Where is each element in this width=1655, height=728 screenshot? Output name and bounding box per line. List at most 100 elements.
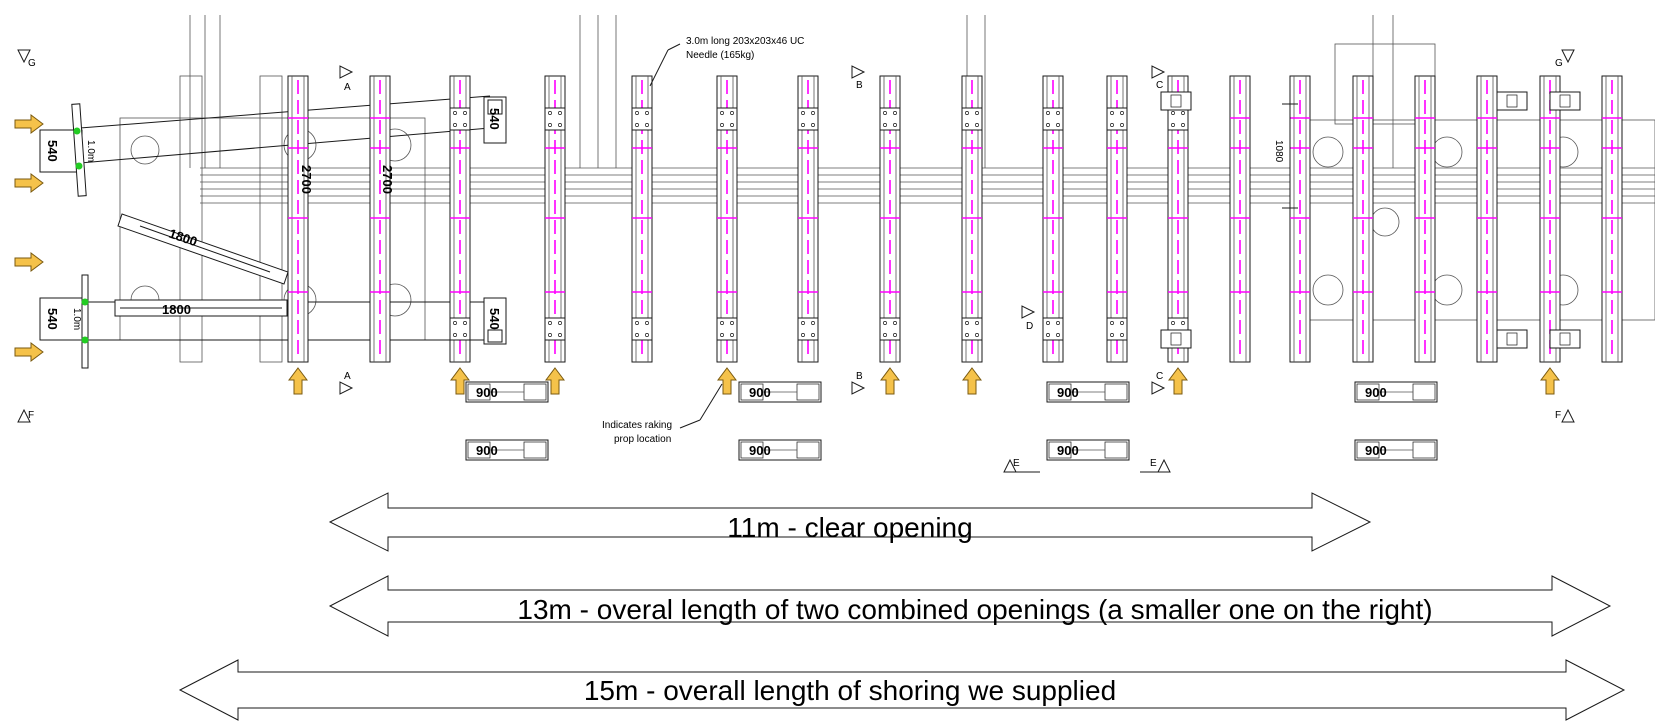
- needle-beam: [1539, 75, 1561, 363]
- raking-prop-1800-diagonal: 1800: [117, 213, 289, 285]
- dim-1080-marker: 1080: [1273, 103, 1298, 209]
- dim-900: 900: [1057, 443, 1079, 458]
- dim-900: 900: [1365, 385, 1387, 400]
- needle-note-line2: Needle (165kg): [686, 50, 754, 61]
- left-bracing-bottom: 540 1.0m: [39, 274, 89, 369]
- needle-beam: [1414, 75, 1436, 363]
- bracket-plate: [1160, 91, 1192, 111]
- marker-e-right: E: [1150, 458, 1157, 469]
- needle-beam: [879, 75, 901, 363]
- needle-beam: [1289, 75, 1311, 363]
- raking-prop-arrows: [14, 114, 1560, 395]
- background-linework: [119, 15, 1655, 363]
- dim-540-left-top: 540: [45, 140, 60, 162]
- marker-f-right: F: [1555, 410, 1561, 421]
- marker-a-bottom: A: [344, 371, 351, 382]
- needle-beam: [544, 75, 566, 363]
- dimension-arrow-15m: 15m - overall length of shoring we suppl…: [178, 659, 1626, 721]
- marker-b-bottom: B: [856, 371, 863, 382]
- needle-beam: [1167, 75, 1189, 363]
- prop-note-line2: prop location: [614, 434, 671, 445]
- dim-900: 900: [476, 385, 498, 400]
- arrow-label-11m: 11m - clear opening: [727, 512, 972, 543]
- bracket-plate: [1496, 329, 1528, 349]
- needle-beam: [1042, 75, 1064, 363]
- prop-arrow-right: [14, 114, 44, 134]
- marker-a-top: A: [344, 82, 351, 93]
- prop-plate-900: 900: [1046, 439, 1130, 461]
- bracket-plate: [1160, 329, 1192, 349]
- prop-arrow-up: [288, 367, 308, 395]
- marker-c-bottom: C: [1156, 371, 1163, 382]
- marker-c-top: C: [1156, 80, 1163, 91]
- dim-1m-left-bottom: 1.0m: [71, 308, 82, 330]
- prop-arrow-up: [880, 367, 900, 395]
- prop-note-line1: Indicates raking: [602, 420, 672, 431]
- needle-beams: [287, 75, 1623, 363]
- prop-1800-horizontal: 1800: [114, 299, 288, 317]
- needle-beam: [1601, 75, 1623, 363]
- dim-1m-left-top: 1.0m: [85, 140, 96, 162]
- needle-beam: [797, 75, 819, 363]
- prop-arrow-up: [962, 367, 982, 395]
- needle-beam: [369, 75, 391, 363]
- needle-annotation: 3.0m long 203x203x46 UC Needle (165kg): [649, 36, 804, 87]
- arrow-label-13m: 13m - overal length of two combined open…: [517, 594, 1432, 625]
- prop-arrow-up: [545, 367, 565, 395]
- dimension-arrow-13m: 13m - overal length of two combined open…: [328, 575, 1612, 637]
- dim-900: 900: [749, 385, 771, 400]
- marker-g-left: G: [28, 58, 36, 69]
- needle-note-line1: 3.0m long 203x203x46 UC: [686, 36, 804, 47]
- prop-plate-900: 900: [465, 381, 549, 403]
- bracket-plate: [1496, 91, 1528, 111]
- prop-plate-900: 900: [1354, 439, 1438, 461]
- needle-beam: [1476, 75, 1498, 363]
- prop-plate-900: 900: [1046, 381, 1130, 403]
- dim-1080: 1080: [1273, 140, 1284, 163]
- prop-plate-900: 900: [1354, 381, 1438, 403]
- marker-f-left: F: [28, 410, 34, 421]
- bracket-plate: [1549, 91, 1581, 111]
- needle-beam: [631, 75, 653, 363]
- dim-540-left-bottom: 540: [45, 308, 60, 330]
- prop-plate-900: 900: [738, 381, 822, 403]
- prop-arrow-right: [14, 252, 44, 272]
- dim-900: 900: [1365, 443, 1387, 458]
- marker-e-left: E: [1013, 458, 1020, 469]
- marker-b-top: B: [856, 80, 863, 91]
- prop-arrow-right: [14, 342, 44, 362]
- prop-base-plates-900: 900 900 900 900 900 900 900 900: [465, 381, 1438, 461]
- dim-540-bottom: 540: [487, 308, 502, 330]
- marker-d: D: [1026, 321, 1033, 332]
- prop-arrow-up: [717, 367, 737, 395]
- prop-plate-900: 900: [465, 439, 549, 461]
- prop-arrow-up: [1168, 367, 1188, 395]
- needle-beam: [1106, 75, 1128, 363]
- prop-plate-900: 900: [738, 439, 822, 461]
- prop-arrow-right: [14, 173, 44, 193]
- tie-anchor-540-bottom: 540: [483, 297, 507, 345]
- left-bracing-top: 540 1.0m: [39, 103, 96, 197]
- needle-beam: [449, 75, 471, 363]
- needle-beam: [1229, 75, 1251, 363]
- needle-beam: [961, 75, 983, 363]
- needle-beam: [287, 75, 309, 363]
- prop-arrow-up: [1540, 367, 1560, 395]
- marker-g-right: G: [1555, 58, 1563, 69]
- dim-2700-b: 2700: [380, 165, 395, 194]
- dim-900: 900: [476, 443, 498, 458]
- dim-900: 900: [749, 443, 771, 458]
- dim-540-top: 540: [487, 108, 502, 130]
- prop-annotation: Indicates raking prop location: [602, 383, 723, 445]
- section-markers: G G F F A A B B C C D E E: [17, 49, 1575, 473]
- needle-beam: [1352, 75, 1374, 363]
- dim-2700-a: 2700: [299, 165, 314, 194]
- tie-anchor-540-top: 540: [483, 96, 507, 144]
- needle-beam: [716, 75, 738, 363]
- arrow-label-15m: 15m - overall length of shoring we suppl…: [584, 675, 1116, 706]
- dim-1800-b: 1800: [162, 302, 191, 317]
- prop-arrow-up: [450, 367, 470, 395]
- dim-900: 900: [1057, 385, 1079, 400]
- bracket-plate: [1549, 329, 1581, 349]
